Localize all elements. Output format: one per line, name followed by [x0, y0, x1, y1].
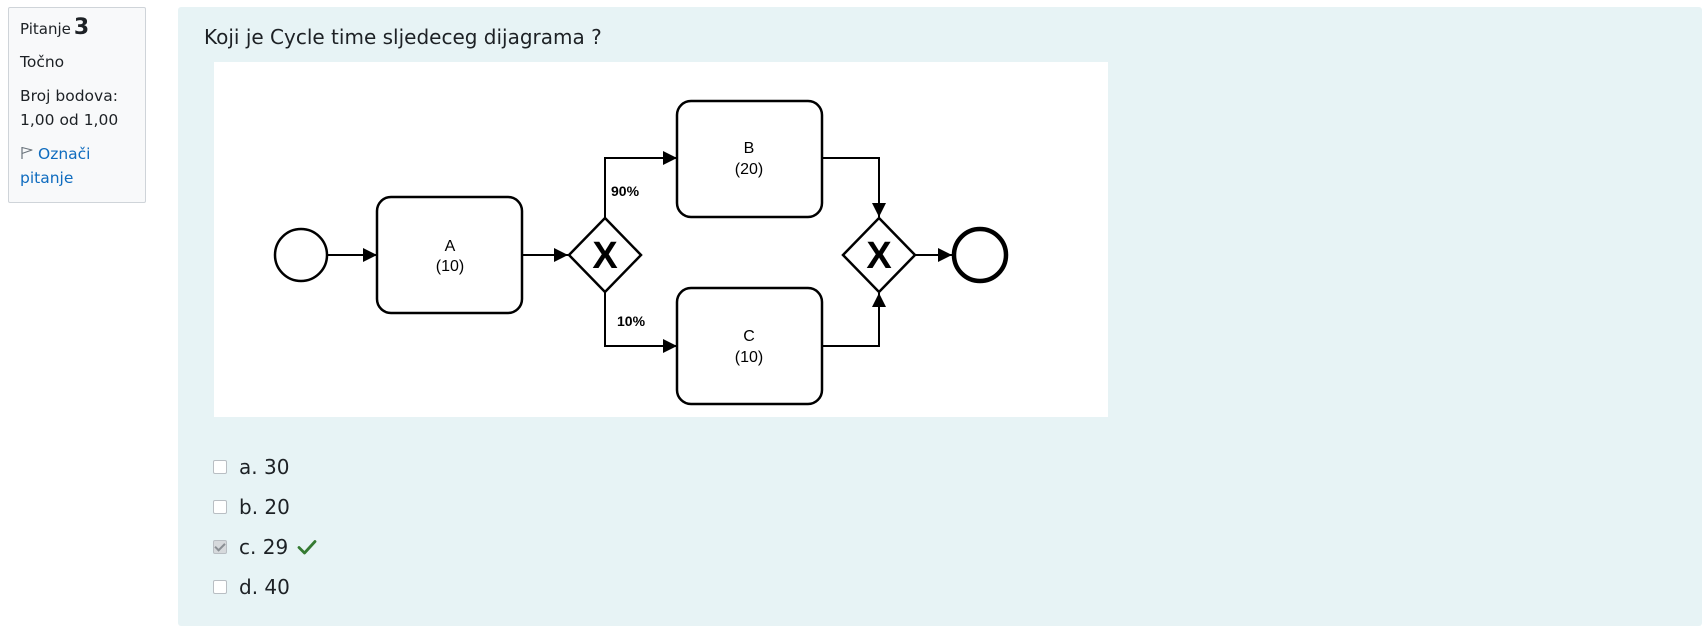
answer-letter-a: a.: [239, 455, 258, 479]
probability-top-label: 90%: [611, 183, 640, 199]
answer-value-a: 30: [263, 455, 290, 479]
flag-question-link[interactable]: Označi pitanje: [20, 142, 145, 190]
probability-bottom-label: 10%: [617, 313, 646, 329]
split-gateway-symbol: X: [592, 235, 618, 277]
task-b-label: B: [744, 140, 755, 157]
flag-label-line1: Označi: [38, 145, 91, 163]
task-b: B (20): [675, 99, 824, 219]
correct-check-icon: [297, 540, 317, 555]
split-gateway: X: [567, 216, 643, 294]
answer-letter-d: d.: [239, 575, 259, 599]
question-grade: Broj bodova: 1,00 od 1,00: [20, 84, 145, 132]
flow-gateway1-c: [604, 292, 677, 353]
answer-option-b[interactable]: b. 20: [213, 487, 318, 527]
task-a-duration: (10): [436, 258, 464, 275]
end-event: [951, 226, 1009, 284]
answer-checkbox-b[interactable]: [213, 500, 227, 514]
question-label: Pitanje: [20, 20, 71, 38]
answer-value-b: 20: [264, 495, 290, 519]
question-content: Koji je Cycle time sljedeceg dijagrama ?…: [178, 7, 1702, 626]
answer-checkbox-a[interactable]: [213, 460, 227, 474]
answer-checkbox-c[interactable]: [213, 540, 227, 554]
answer-option-d[interactable]: d. 40: [213, 567, 318, 607]
grade-label: Broj bodova:: [20, 87, 118, 105]
flow-gateway1-b: [604, 151, 677, 218]
question-info: Pitanje 3 Točno Broj bodova: 1,00 od 1,0…: [8, 7, 146, 203]
merge-gateway: X: [841, 216, 917, 294]
task-a: A (10): [375, 195, 524, 315]
answer-checkbox-d[interactable]: [213, 580, 227, 594]
answer-letter-b: b.: [239, 495, 259, 519]
answer-letter-c: c.: [239, 535, 257, 559]
flow-c-gateway2: [822, 293, 886, 347]
answer-list: a. 30 b. 20 c. 29 d. 40: [213, 447, 318, 607]
process-diagram: A (10) X 90% 10% B: [214, 62, 1108, 417]
question-number-row: Pitanje 3: [20, 16, 145, 46]
answer-value-d: 40: [264, 575, 290, 599]
task-a-label: A: [445, 238, 456, 255]
answer-option-c[interactable]: c. 29: [213, 527, 318, 567]
flow-b-gateway2: [822, 157, 886, 217]
question-number: 3: [73, 15, 90, 40]
answer-option-a[interactable]: a. 30: [213, 447, 318, 487]
flag-label-line2: pitanje: [20, 169, 74, 187]
task-c-duration: (10): [735, 349, 763, 366]
task-b-duration: (20): [735, 161, 763, 178]
grade-value: 1,00 od 1,00: [20, 111, 119, 129]
merge-gateway-symbol: X: [866, 235, 892, 277]
flag-icon: [21, 146, 33, 159]
start-event: [273, 227, 329, 283]
task-c-label: C: [743, 328, 755, 345]
task-c: C (10): [675, 286, 824, 406]
answer-value-c: 29: [262, 535, 289, 559]
question-text: Koji je Cycle time sljedeceg dijagrama ?: [204, 25, 602, 49]
question-state: Točno: [20, 53, 65, 71]
